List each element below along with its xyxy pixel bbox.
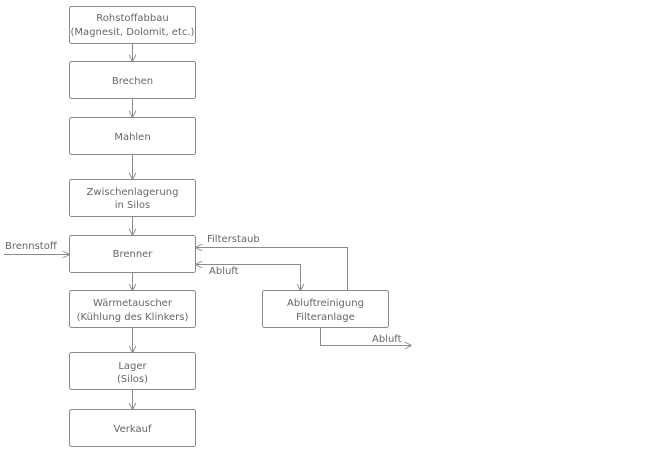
node-brenner: Brenner [69,235,196,273]
edge-filterstaub-to-brenner [196,248,348,290]
edge-label-abluft-1: Abluft [209,266,239,277]
node-abluftreinigung: Abluftreinigung Filteranlage [262,290,389,328]
edge-abluft-brenner-reinigung [196,265,301,291]
node-verkauf: Verkauf [69,409,196,447]
node-lager: Lager (Silos) [69,352,196,390]
node-mahlen: Mahlen [69,117,196,155]
node-brenner-label: Brenner [113,249,154,260]
node-rohstoffabbau: Rohstoffabbau (Magnesit, Dolomit, etc.) [69,6,196,44]
node-waermetauscher-line-2: (Kühlung des Klinkers) [77,312,189,323]
node-lager-line-2: (Silos) [117,374,148,385]
node-abluftreinigung-line-1: Abluftreinigung [287,298,364,309]
node-zwischenlagerung-line-2: in Silos [115,200,151,211]
node-mahlen-label: Mahlen [114,132,150,143]
edge-label-abluft-2: Abluft [372,334,402,345]
node-brechen-label: Brechen [112,76,153,87]
node-zwischenlagerung-line-1: Zwischenlagerung [87,187,179,198]
node-verkauf-label: Verkauf [114,424,152,435]
node-rohstoffabbau-line-2: (Magnesit, Dolomit, etc.) [71,27,195,38]
edge-abluft-out [320,328,412,346]
node-zwischenlagerung: Zwischenlagerung in Silos [69,179,196,217]
edge-label-brennstoff: Brennstoff [5,241,58,252]
node-waermetauscher-line-1: Wärmetauscher [93,298,173,309]
node-abluftreinigung-line-2: Filteranlage [296,312,355,323]
edge-label-filterstaub: Filterstaub [207,234,260,245]
node-brechen: Brechen [69,61,196,99]
node-waermetauscher: Wärmetauscher (Kühlung des Klinkers) [69,290,196,328]
node-lager-line-1: Lager [118,361,147,372]
node-rohstoffabbau-line-1: Rohstoffabbau [96,13,168,24]
